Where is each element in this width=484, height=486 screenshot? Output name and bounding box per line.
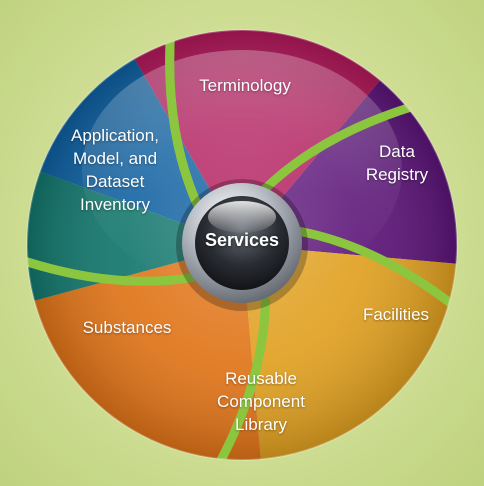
wheel-gloss	[82, 50, 402, 290]
segment-label-line: Facilities	[362, 305, 430, 324]
segment-label-data-registry: Data Registry	[352, 140, 442, 186]
segment-label-line: Inventory	[80, 195, 150, 214]
segment-label-line: Dataset	[85, 172, 145, 191]
wheel-rim	[26, 29, 458, 461]
segment-label-line: Substances	[82, 318, 172, 337]
hub	[176, 179, 308, 311]
segment-label-inventory: Application, Model, and Dataset Inventor…	[45, 124, 185, 216]
separator-6	[165, 30, 202, 210]
segment-label-substances: Substances	[62, 316, 192, 339]
separator-2	[259, 98, 428, 194]
segment-label-facilities: Facilities	[350, 303, 442, 326]
segment-label-terminology: Terminology	[185, 74, 305, 97]
segment-label-line: Terminology	[199, 76, 291, 95]
segment-label-line: Component	[217, 392, 305, 411]
separator-4	[209, 295, 270, 460]
segment-label-line: Library	[235, 415, 287, 434]
segment-label-line: Registry	[365, 165, 429, 184]
segment-label-line: Application,	[71, 126, 159, 145]
segment-layer	[27, 30, 457, 460]
segment-label-line: Data	[379, 142, 415, 161]
separator-5	[27, 252, 197, 286]
center-label-services: Services	[204, 230, 280, 250]
segment-label-line: Model, and	[72, 149, 158, 168]
hub-highlight	[208, 201, 276, 233]
segment-label-line: Reusable	[225, 369, 297, 388]
separator-3	[295, 227, 457, 317]
segment-label-reusable-component-library: Reusable Component Library	[196, 367, 326, 436]
